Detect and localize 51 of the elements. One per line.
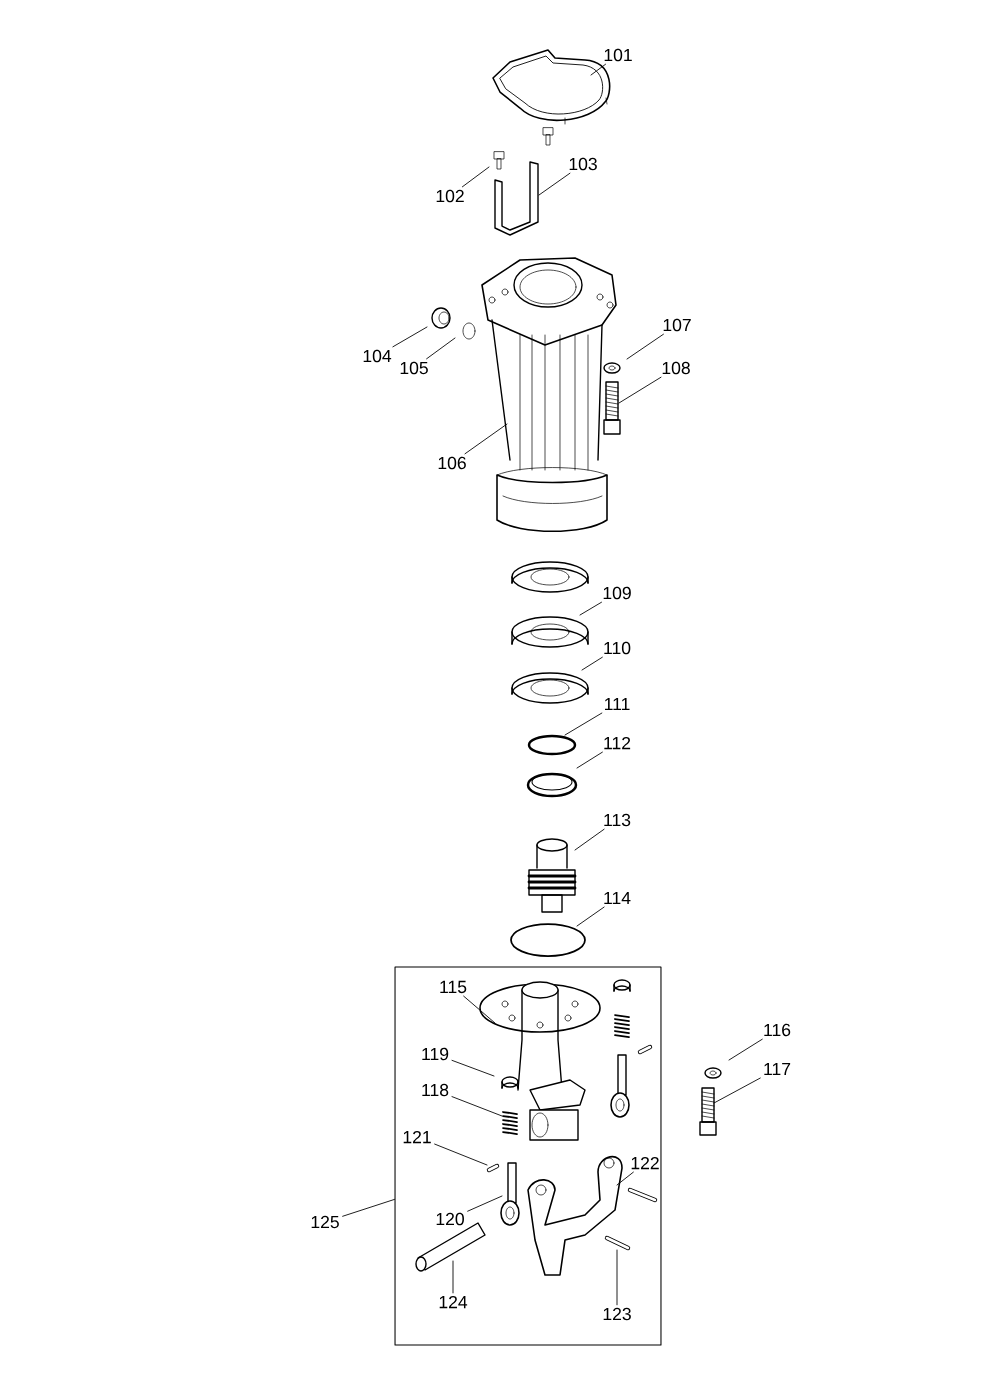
leader-line — [461, 166, 490, 188]
leader-line — [616, 1171, 634, 1186]
leader-line — [342, 1198, 395, 1217]
callout-number: 113 — [604, 813, 631, 827]
leader-line — [538, 172, 571, 196]
callout-number: 125 — [311, 1215, 339, 1229]
leader-line — [581, 656, 603, 671]
callout-number: 119 — [422, 1047, 449, 1061]
callout-number: 103 — [569, 157, 597, 171]
callout-number: 104 — [363, 349, 392, 363]
callout-number: 107 — [663, 318, 691, 332]
callout-number: 110 — [604, 641, 631, 655]
leader-line — [434, 1143, 488, 1166]
leader-line — [616, 1249, 618, 1306]
leader-line — [576, 906, 605, 927]
leader-line — [574, 828, 605, 851]
leader-line — [452, 1260, 454, 1294]
leader-line — [451, 1096, 503, 1117]
leader-line — [590, 63, 607, 76]
callout-number: 106 — [438, 456, 466, 470]
callout-number: 102 — [436, 189, 464, 203]
leader-line — [618, 376, 662, 404]
leader-line — [451, 1059, 495, 1077]
callout-number: 101 — [604, 48, 632, 62]
callout-number: 105 — [400, 361, 428, 375]
callout-number: 123 — [603, 1307, 631, 1321]
leader-line — [728, 1038, 763, 1061]
leader-line — [579, 601, 602, 616]
leader-line — [576, 751, 603, 769]
callout-number: 116 — [764, 1023, 791, 1037]
leader-line — [626, 333, 664, 360]
callout-number: 108 — [662, 361, 690, 375]
callout-number: 122 — [631, 1156, 659, 1170]
callout-number: 124 — [439, 1295, 468, 1309]
callout-number: 111 — [605, 697, 630, 711]
callout-number: 109 — [603, 586, 631, 600]
callout-number: 120 — [436, 1212, 464, 1226]
assembly-frame — [394, 966, 662, 1346]
callout-number: 117 — [764, 1062, 791, 1076]
callout-number: 115 — [440, 980, 467, 994]
callout-number: 112 — [604, 736, 631, 750]
leader-line — [467, 1195, 503, 1212]
leader-line — [426, 337, 456, 360]
leader-line — [464, 423, 508, 455]
leader-line — [392, 326, 428, 348]
callout-number: 118 — [422, 1083, 449, 1097]
leader-line — [564, 712, 603, 736]
callout-number: 114 — [604, 891, 631, 905]
callout-number: 121 — [403, 1130, 431, 1144]
leader-line — [713, 1077, 761, 1104]
leader-line — [463, 995, 496, 1024]
